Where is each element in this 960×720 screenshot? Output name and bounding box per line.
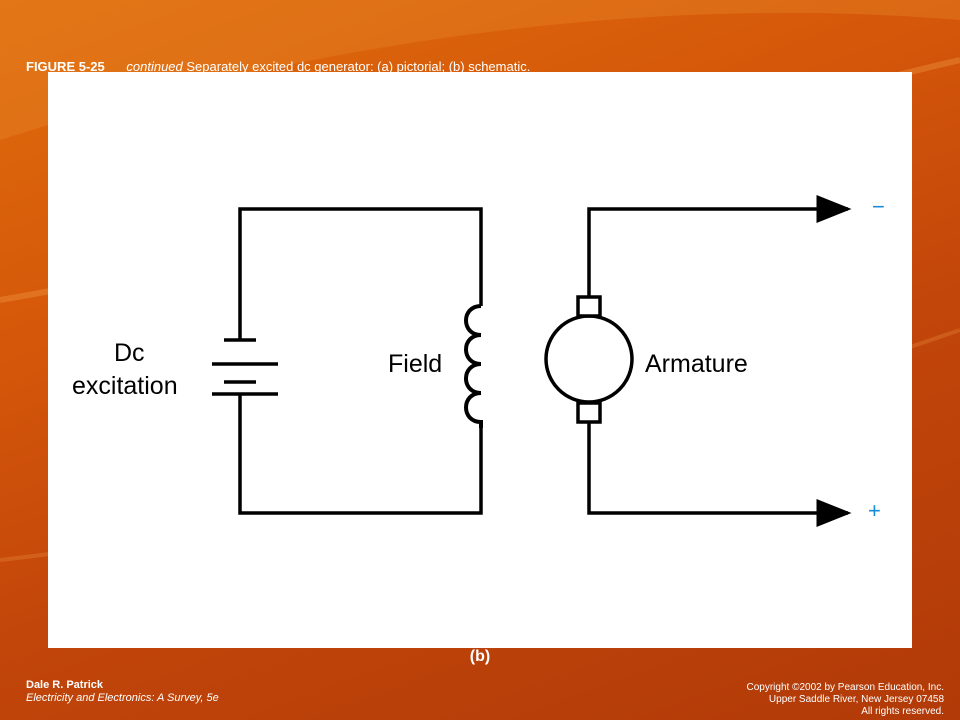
field-label: Field — [388, 350, 442, 378]
field-coil — [464, 304, 483, 428]
footer-copyright-block: Copyright ©2002 by Pearson Education, In… — [747, 682, 945, 718]
schematic-diagram: Dc excitation Field Armature − + — [72, 194, 885, 527]
footer-rights: All rights reserved. — [861, 706, 944, 717]
positive-terminal-label: + — [868, 498, 881, 523]
left-loop-wire — [238, 207, 483, 340]
schematic-panel: Dc excitation Field Armature − + — [48, 72, 912, 648]
armature — [544, 195, 852, 527]
footer-author-block: Dale R. Patrick Electricity and Electron… — [26, 679, 219, 705]
negative-terminal-label: − — [872, 194, 885, 219]
caption-text: Separately excited dc generator: (a) pic… — [186, 59, 531, 74]
footer-book-title: Electricity and Electronics: A Survey, 5… — [26, 692, 219, 704]
dc-label-line1: Dc — [114, 339, 145, 367]
caption-continued: continued — [126, 59, 183, 74]
footer-author: Dale R. Patrick — [26, 679, 104, 691]
footer-address: Upper Saddle River, New Jersey 07458 — [768, 694, 944, 705]
armature-label: Armature — [645, 350, 748, 378]
figure-caption: FIGURE 5-25 continued Separately excited… — [26, 59, 530, 74]
subfigure-label: (b) — [469, 648, 491, 665]
left-loop-wire-bottom — [238, 408, 483, 515]
dc-source — [212, 207, 483, 515]
armature-wire-bottom — [587, 422, 852, 527]
armature-circle — [544, 314, 634, 404]
footer-copyright: Copyright ©2002 by Pearson Education, In… — [746, 682, 945, 693]
brush-top — [576, 295, 602, 318]
armature-wire-top — [587, 195, 852, 297]
dc-label-line2: excitation — [72, 372, 178, 400]
figure-number: FIGURE 5-25 — [26, 59, 105, 74]
brush-bottom — [576, 401, 602, 424]
